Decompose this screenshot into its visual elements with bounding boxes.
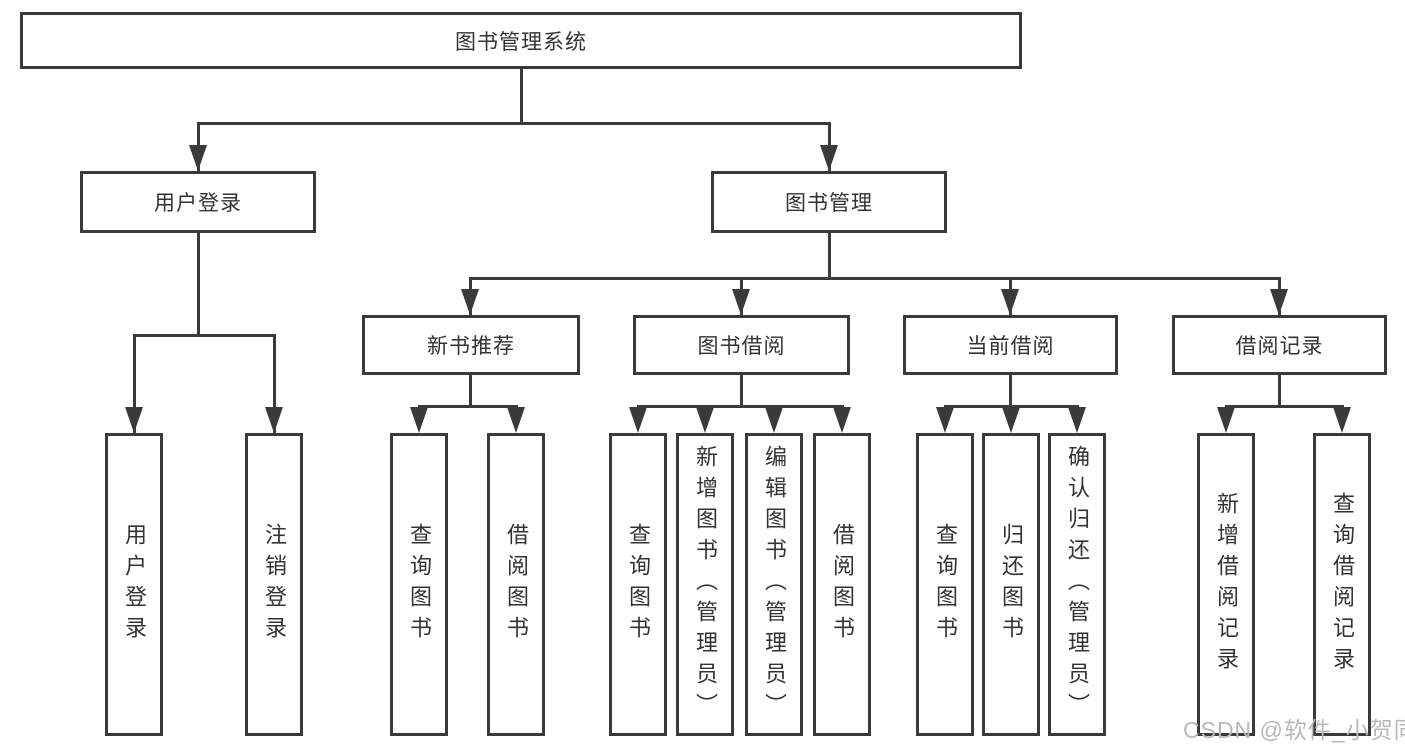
- node-label: 当前借阅: [966, 335, 1055, 358]
- node-label: 用户登录: [154, 192, 242, 215]
- connector-book-mgmt-stem: [828, 233, 831, 280]
- node-current-borrow: 当前借阅: [903, 315, 1118, 375]
- arrow-down-icon: [629, 407, 647, 433]
- node-label: 新书推荐: [427, 335, 515, 358]
- arrow-down-icon: [936, 407, 954, 433]
- leaf-user-login: 用户登录: [105, 433, 163, 736]
- node-book-management: 图书管理: [711, 171, 947, 233]
- connector-login-leaf-drop: [133, 334, 136, 433]
- node-label: 图书管理: [785, 192, 873, 215]
- connector-logout-leaf-drop: [273, 334, 276, 433]
- leaf-query-books-borrow: 查询图书: [609, 433, 667, 736]
- node-label: 新增借阅记录: [1214, 491, 1239, 678]
- leaf-edit-books-admin: 编辑图书（管理员）: [745, 433, 803, 736]
- arrow-down-icon: [1217, 407, 1235, 433]
- connector-level3-bar: [469, 277, 1281, 280]
- node-label: 查询图书: [626, 522, 651, 647]
- node-label: 归还图书: [999, 522, 1024, 647]
- node-label: 查询图书: [407, 522, 432, 647]
- node-label: 借阅记录: [1235, 335, 1324, 358]
- arrow-down-icon: [1270, 289, 1288, 315]
- leaf-query-borrow-record: 查询借阅记录: [1313, 433, 1371, 736]
- node-user-login: 用户登录: [80, 171, 316, 233]
- leaf-add-borrow-record: 新增借阅记录: [1197, 433, 1255, 736]
- node-label: 新增图书（管理员）: [693, 445, 718, 724]
- arrow-down-icon: [507, 407, 525, 433]
- arrow-down-icon: [410, 407, 428, 433]
- connector-borrow-stem: [740, 375, 743, 408]
- connector-records-stem: [1278, 375, 1281, 408]
- arrow-down-icon: [833, 407, 851, 433]
- leaf-add-books-admin: 新增图书（管理员）: [676, 433, 734, 736]
- connector-records-bar: [1225, 405, 1344, 408]
- csdn-watermark: CSDN @软件_小贺同学: [1183, 717, 1405, 743]
- arrow-down-icon: [461, 289, 479, 315]
- arrow-down-icon: [125, 407, 143, 433]
- leaf-query-books-recommend: 查询图书: [390, 433, 448, 736]
- node-book-borrow: 图书借阅: [633, 315, 850, 375]
- arrow-down-icon: [820, 145, 838, 171]
- node-new-book-recommend: 新书推荐: [362, 315, 580, 375]
- leaf-logout: 注销登录: [245, 433, 303, 736]
- leaf-borrow-books-recommend: 借阅图书: [487, 433, 545, 736]
- leaf-borrow-books: 借阅图书: [813, 433, 871, 736]
- arrow-down-icon: [732, 289, 750, 315]
- connector-recommend-bar: [418, 405, 518, 408]
- connector-recommend-stem: [469, 375, 472, 408]
- arrow-down-icon: [696, 407, 714, 433]
- leaf-confirm-return-admin: 确认归还（管理员）: [1048, 433, 1106, 736]
- node-label: 查询图书: [933, 522, 958, 647]
- arrow-down-icon: [1333, 407, 1351, 433]
- node-library-management-system: 图书管理系统: [20, 12, 1022, 69]
- arrow-down-icon: [1001, 289, 1019, 315]
- node-label: 确认归还（管理员）: [1065, 445, 1090, 724]
- connector-user-login-stem: [197, 233, 200, 337]
- node-label: 借阅图书: [504, 522, 529, 647]
- node-label: 编辑图书（管理员）: [762, 445, 787, 724]
- arrow-down-icon: [1002, 407, 1020, 433]
- node-label: 用户登录: [122, 522, 147, 647]
- node-label: 图书管理系统: [455, 30, 587, 54]
- arrow-down-icon: [765, 407, 783, 433]
- leaf-return-books: 归还图书: [982, 433, 1040, 736]
- node-borrow-records: 借阅记录: [1172, 315, 1387, 375]
- connector-current-stem: [1009, 375, 1012, 408]
- connector-level2-bar: [197, 122, 831, 125]
- connector-current-bar: [944, 405, 1079, 408]
- node-label: 注销登录: [262, 522, 287, 647]
- connector-borrow-bar: [637, 405, 844, 408]
- arrow-down-icon: [1068, 407, 1086, 433]
- arrow-down-icon: [265, 407, 283, 433]
- connector-user-login-bar: [133, 334, 275, 337]
- arrow-down-icon: [189, 145, 207, 171]
- connector-root-stem: [520, 68, 523, 125]
- node-label: 查询借阅记录: [1330, 491, 1355, 678]
- leaf-query-books-current: 查询图书: [916, 433, 974, 736]
- node-label: 借阅图书: [830, 522, 855, 647]
- node-label: 图书借阅: [697, 335, 786, 358]
